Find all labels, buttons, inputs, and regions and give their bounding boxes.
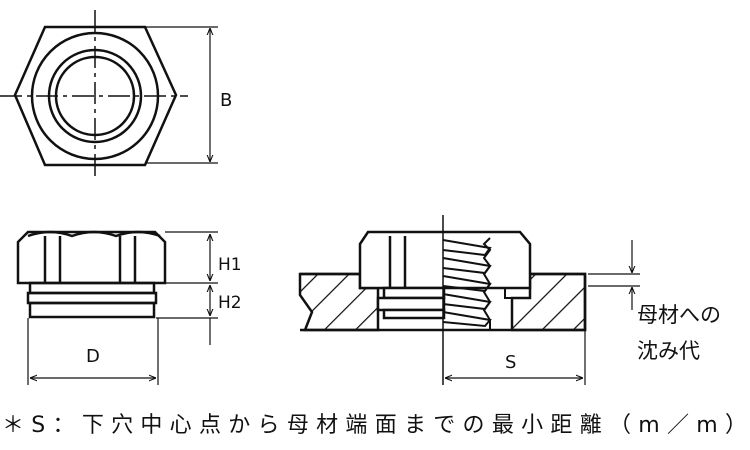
footnote: ＊S：下穴中心点から母材端面までの最小距離（m／m） (2, 413, 747, 438)
dim-label-d: D (86, 346, 100, 367)
top-view (0, 10, 218, 180)
section-view (298, 215, 640, 385)
front-view (16, 230, 218, 385)
dim-label-h1: H1 (218, 255, 242, 275)
note-sink-line2: 沈み代 (637, 339, 700, 363)
dim-label-s: S (505, 352, 516, 373)
dim-label-b: B (220, 90, 232, 111)
note-sink-line1: 母材への (637, 303, 721, 327)
dim-label-h2: H2 (218, 293, 242, 313)
